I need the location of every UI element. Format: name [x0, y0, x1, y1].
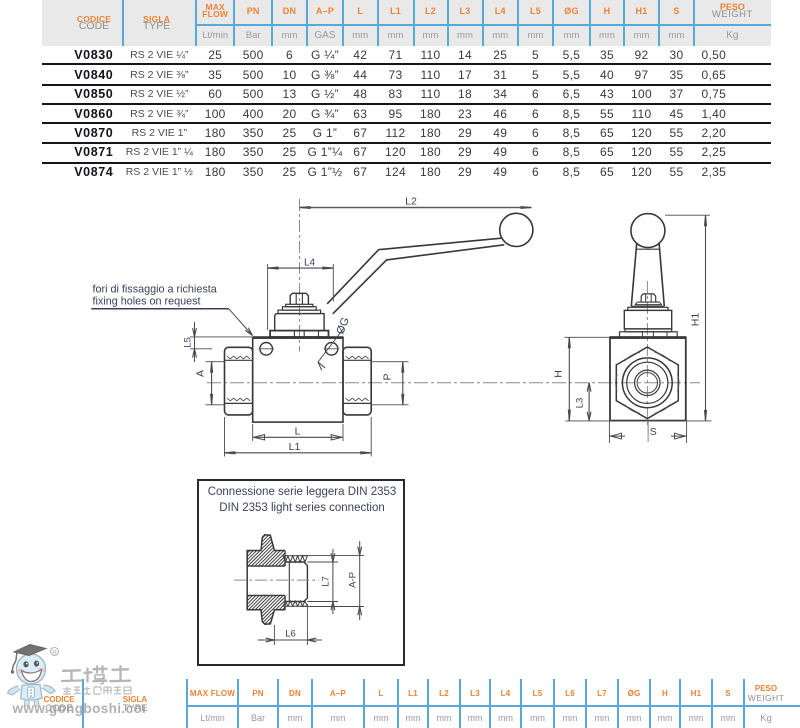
svg-text:R: R — [52, 649, 57, 656]
svg-text:S: S — [650, 426, 657, 438]
svg-text:L5: L5 — [182, 337, 193, 348]
svg-text:fori di fissaggio a richiesta: fori di fissaggio a richiesta — [93, 283, 217, 295]
svg-text:L2: L2 — [405, 196, 417, 208]
svg-text:L1: L1 — [289, 441, 301, 453]
svg-text:P: P — [382, 373, 394, 380]
svg-text:L7: L7 — [320, 576, 331, 587]
svg-text:H1: H1 — [690, 313, 702, 327]
svg-text:L6: L6 — [285, 629, 296, 640]
svg-text:L3: L3 — [575, 398, 586, 409]
svg-text:ØG: ØG — [334, 316, 352, 336]
svg-text:H: H — [553, 370, 565, 378]
svg-text:L: L — [295, 425, 301, 437]
svg-text:fixing holes on request: fixing holes on request — [93, 296, 201, 308]
svg-text:A-P: A-P — [347, 572, 358, 588]
svg-text:A: A — [195, 370, 207, 377]
svg-text:www.gongboshi.com: www.gongboshi.com — [12, 701, 146, 716]
svg-text:L4: L4 — [304, 257, 316, 268]
